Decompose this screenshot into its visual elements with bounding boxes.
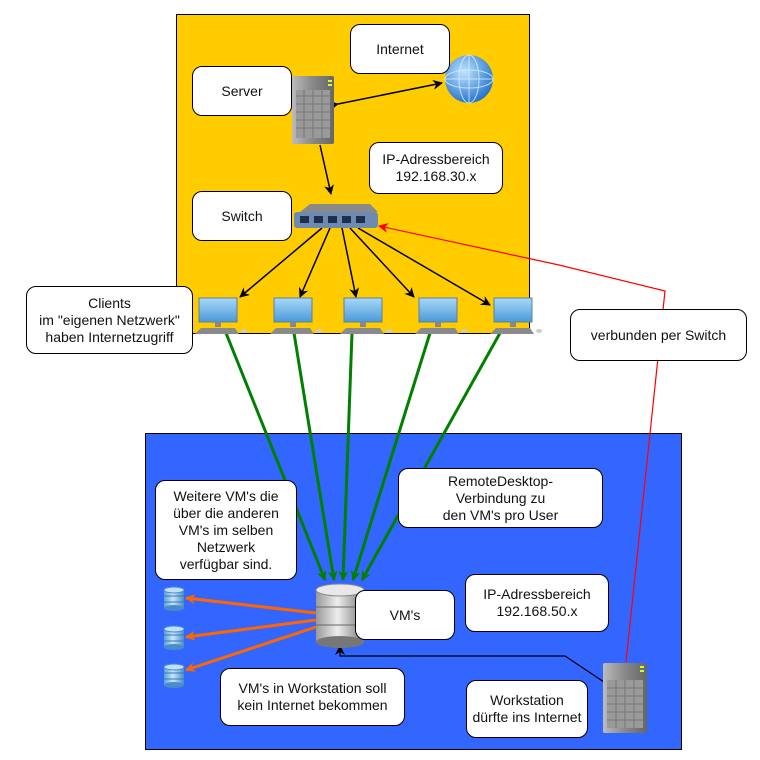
desktop-icon (340, 297, 392, 334)
switch-label: Switch (192, 191, 292, 241)
globe-icon (444, 54, 494, 104)
extra-vm-database-icon (163, 663, 185, 688)
other-vms-note: Weitere VM's die über die anderen VM's i… (155, 480, 297, 580)
desktop-icon (415, 297, 467, 334)
no-internet-note: VM's in Workstation soll kein Internet b… (220, 668, 405, 726)
workstation-label: Workstation dürfte ins Internet (466, 680, 588, 738)
vm-ip-range-label: IP-Adressbereich 192.168.50.x (465, 574, 609, 632)
clients-note: Clients im "eigenen Netzwerk" haben Inte… (26, 286, 193, 354)
server-internet-link (328, 79, 443, 111)
workstation-vm-link (335, 645, 605, 683)
vm-extra-links (185, 594, 317, 672)
server-label: Server (192, 66, 292, 116)
extra-vm-database-icon (163, 625, 185, 650)
workstation-icon (603, 663, 647, 733)
extra-vm-database-icon (163, 586, 185, 611)
desktop-icon (490, 297, 542, 334)
server-switch-link (319, 144, 334, 195)
desktop-icon (195, 297, 247, 334)
vms-label: VM's (355, 590, 455, 640)
switch-client-links (239, 227, 491, 306)
local-ip-range-label: IP-Adressbereich 192.168.30.x (369, 142, 503, 194)
remote-desktop-note: RemoteDesktop- Verbindung zu den VM's pr… (398, 468, 603, 528)
switch-icon (294, 204, 378, 228)
server-icon (292, 76, 334, 144)
client-vm-links (224, 332, 502, 581)
workstation-switch-link (378, 223, 666, 663)
desktop-icon (270, 297, 322, 334)
internet-label: Internet (350, 24, 450, 74)
switch-connection-note: verbunden per Switch (570, 309, 747, 361)
